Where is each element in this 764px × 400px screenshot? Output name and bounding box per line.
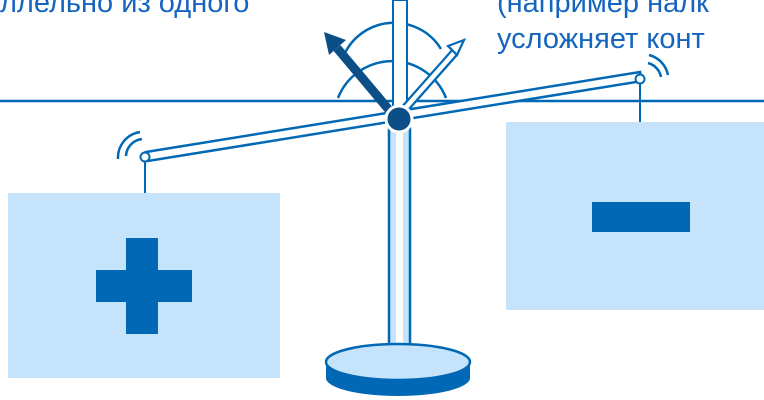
right-text-line-1: (например налк	[497, 0, 709, 19]
stand-pole-core	[396, 124, 403, 358]
plus-icon	[96, 238, 192, 334]
left-signal-icon	[116, 130, 143, 160]
right-text-line-2: усложняет конт	[497, 23, 705, 55]
hollow-arrow-shaft-fill	[399, 51, 456, 115]
rotation-arc-outer	[342, 21, 443, 56]
hollow-arrow-head	[446, 38, 467, 57]
vertical-axis	[392, 0, 408, 115]
pivot-joint	[384, 104, 414, 134]
solid-arrow-head	[324, 32, 346, 55]
stand-base-top	[324, 342, 472, 382]
right-hanger-hook	[634, 73, 646, 85]
left-hanger-hook	[139, 151, 151, 163]
left-text-fragment: ллельно из одного	[0, 0, 250, 19]
solid-arrow-shaft	[333, 45, 399, 120]
right-text-fragment: (например налк усложняет конт	[497, 0, 709, 57]
minus-icon	[592, 202, 690, 232]
right-signal-icon	[647, 53, 670, 78]
